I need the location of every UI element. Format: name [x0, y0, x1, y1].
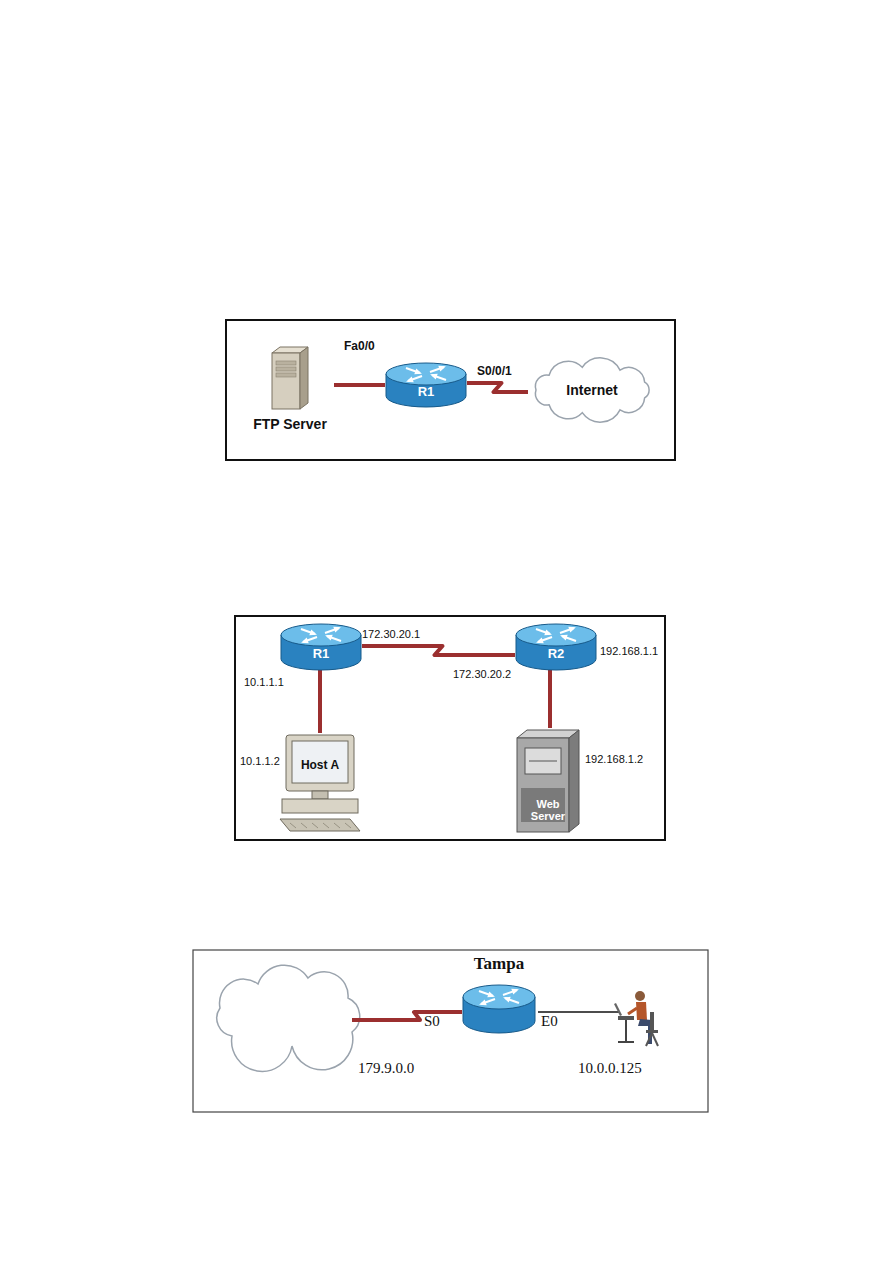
frame: [193, 950, 708, 1112]
router: R2: [515, 624, 597, 670]
cloud: [217, 965, 360, 1071]
interface-label: 192.168.1.2: [585, 753, 643, 765]
router: R1: [280, 624, 362, 670]
interface-label: 10.1.1.2: [240, 755, 280, 767]
web-server: Web Server: [515, 728, 581, 834]
ethernet-link: [548, 670, 552, 728]
node-label: Host A: [301, 759, 339, 772]
node-label: Tampa: [474, 955, 524, 974]
interface-label: 172.30.20.1: [362, 628, 420, 640]
interface-label: Fa0/0: [344, 339, 375, 353]
serial-link: [352, 1012, 462, 1020]
serial-link: [362, 646, 515, 655]
router: Tampa: [458, 955, 540, 1037]
serial-link: [467, 383, 528, 392]
node-label: R2: [548, 647, 565, 661]
interface-label: 172.30.20.2: [453, 668, 511, 680]
interface-label: 10.0.0.125: [578, 1060, 642, 1077]
interface-label: E0: [541, 1013, 558, 1030]
interface-label: 192.168.1.1: [600, 645, 658, 657]
frame: [226, 320, 675, 460]
node-label: FTP Server: [253, 417, 327, 432]
ethernet-link: [318, 670, 322, 733]
node-label: Web Server: [525, 798, 571, 822]
internet-cloud: Internet: [528, 360, 656, 420]
interface-label: S0/0/1: [477, 364, 512, 378]
interface-label: S0: [424, 1013, 440, 1030]
interface-label: 10.1.1.1: [244, 676, 284, 688]
ethernet-link: [334, 383, 385, 387]
router: R1: [385, 363, 467, 407]
node-label: R1: [313, 647, 330, 661]
host-computer-icon: [276, 733, 364, 835]
ftp-server: FTP Server: [246, 345, 334, 435]
node-label: R1: [418, 385, 435, 399]
ethernet-link: [538, 1011, 620, 1013]
user-figure: [614, 991, 658, 1046]
frame: [235, 616, 665, 840]
host-computer: Host A: [276, 733, 364, 835]
node-label: Internet: [566, 383, 617, 398]
interface-label: 179.9.0.0: [358, 1060, 414, 1077]
